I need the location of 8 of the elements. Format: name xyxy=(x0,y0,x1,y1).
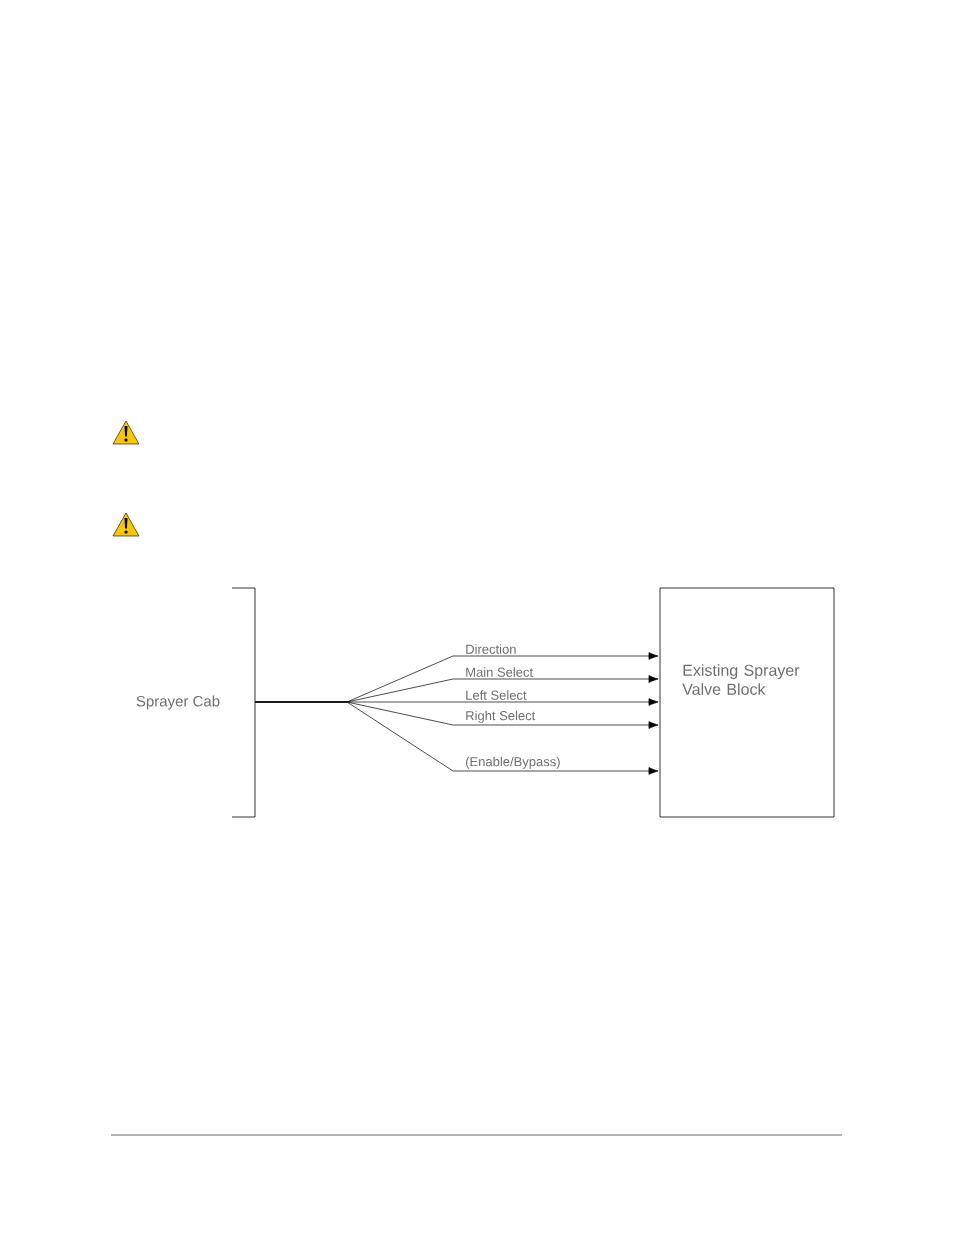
node-label: Sprayer Cab xyxy=(136,695,220,710)
arrow xyxy=(254,701,659,775)
block-box: Existing Sprayer Valve Block xyxy=(659,587,835,818)
edge-label: Left Select xyxy=(466,690,527,700)
edge-label: Direction xyxy=(466,644,516,654)
edge-label: (Enable/Bypass) xyxy=(466,756,560,769)
edge-label: Right Select xyxy=(466,710,536,723)
edge-label: Main Select xyxy=(466,667,533,677)
